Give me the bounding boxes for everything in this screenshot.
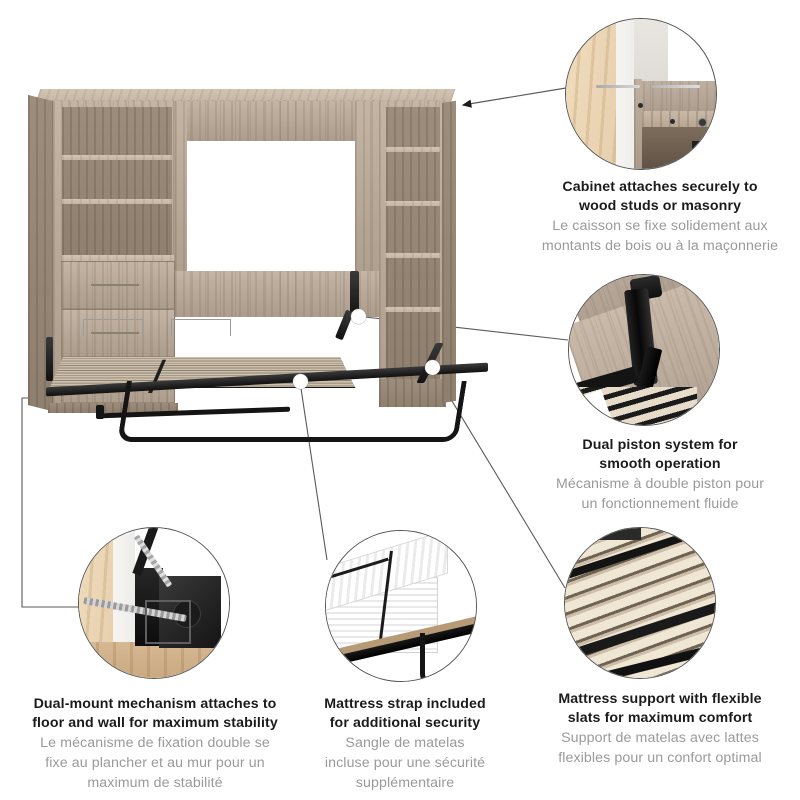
caption-en-line2: smooth operation (599, 455, 721, 472)
inset-photo-dual-piston (568, 274, 720, 426)
inset-photo-flexible-slats (564, 527, 716, 679)
left-shelf-board-3 (62, 255, 174, 261)
left-drawer-1-handle[interactable] (91, 284, 139, 286)
caption-dual-piston: Dual piston system for smooth operation … (520, 436, 800, 514)
wall-stud-wood (566, 19, 624, 169)
wall-surface-upper (634, 19, 668, 87)
bed-opening-right-column (355, 101, 379, 296)
screw-hole-2 (670, 119, 675, 124)
caption-fr-line3: maximum de stabilité (87, 774, 223, 791)
inset-photo-dual-mount (78, 527, 230, 679)
left-shelf-board-1 (62, 155, 172, 160)
caption-dual-mount: Dual-mount mechanism attaches to floor a… (12, 695, 298, 792)
caption-mattress-strap: Mattress strap included for additional s… (296, 695, 514, 792)
bed-headboard-rail-right (171, 319, 231, 336)
callout-dot-slats[interactable] (425, 360, 440, 375)
caption-en-line2: floor and wall for maximum stability (32, 714, 278, 731)
caption-fr-line2: un fonctionnement fluide (581, 495, 739, 512)
left-drawer-2-handle[interactable] (91, 332, 139, 334)
caption-en-line2: for additional security (329, 714, 481, 731)
left-shelf-board-2 (62, 199, 172, 204)
right-shelf-board-1 (385, 147, 441, 152)
caption-en-line2: wood studs or masonry (578, 197, 742, 214)
caption-fr-line2: fixe au plancher et au mur pour un (45, 754, 265, 771)
drywall-layer (616, 19, 638, 169)
bracket-hardware (692, 141, 702, 167)
screw-hole-1 (638, 103, 643, 108)
piston-arm-upper (350, 271, 359, 319)
caption-fr-line1: Le mécanisme de fixation double se (40, 734, 270, 751)
caption-fr-line2: flexibles pour un confort optimal (558, 749, 762, 766)
left-shelf-backing (62, 107, 172, 259)
caption-fr-line2: incluse pour une sécurité (324, 754, 486, 771)
caption-en-line1: Dual-mount mechanism attaches to (33, 696, 277, 712)
mattress-strap-hook (96, 405, 104, 419)
callout-dot-strap[interactable] (293, 374, 308, 389)
support-leg-u-shape (420, 633, 476, 681)
callout-dot-piston[interactable] (351, 309, 366, 324)
right-unit-base (379, 379, 446, 407)
caption-en-line1: Mattress strap included (324, 696, 486, 712)
wall-stud-wood (79, 528, 119, 646)
caption-fr-line1: Le caisson se fixe solidement aux (552, 217, 768, 234)
cabinet-top-board-face (642, 111, 716, 127)
floor-surface (79, 642, 229, 678)
caption-fr-line1: Sangle de matelas (345, 734, 465, 751)
caption-fr-line2: montants de bois ou à la maçonnerie (541, 237, 779, 254)
right-shelf-board-3 (385, 253, 441, 258)
cam-lock-fitting (698, 118, 707, 127)
bed-frame-left-rail (46, 337, 53, 381)
caption-en-line1: Mattress support with flexible (558, 691, 762, 707)
caption-fr-line1: Support de matelas avec lattes (561, 729, 759, 746)
bed-headboard-rail-left (83, 319, 143, 336)
inset-photo-mattress-strap (325, 530, 477, 682)
bed-opening-header (175, 101, 375, 141)
upper-hardware-dark (595, 528, 641, 540)
screw-into-stud-2 (652, 85, 700, 88)
caption-flexible-slats: Mattress support with flexible slats for… (520, 690, 800, 768)
bed-cavity-opening (187, 141, 355, 271)
caption-fr-line3: supplémentaire (355, 774, 455, 791)
caption-fr-line1: Mécanisme à double piston pour (555, 475, 765, 492)
right-shelf-backing (386, 107, 440, 379)
cabinet-right-side-depth (442, 100, 456, 403)
right-shelf-board-2 (385, 201, 441, 206)
caption-en-line1: Cabinet attaches securely to (562, 179, 758, 195)
bed-front-apron-panel (175, 271, 379, 317)
screw-highlight-box (145, 600, 191, 644)
drywall-layer (113, 528, 135, 650)
cabinet-interior-shadow (642, 127, 716, 169)
inset-photo-wall-attachment (565, 18, 717, 170)
cabinet-back-panel-edge (634, 79, 642, 169)
caption-en-line1: Dual piston system for (582, 437, 738, 453)
screw-into-stud-1 (596, 85, 640, 88)
cabinet-base-plinth (48, 403, 178, 413)
product-illustration (28, 75, 498, 442)
bed-opening-left-column (175, 101, 187, 296)
caption-wall-attachment: Cabinet attaches securely to wood studs … (520, 178, 800, 256)
right-shelf-board-4 (385, 307, 441, 312)
caption-en-line2: slats for maximum comfort (567, 709, 753, 726)
